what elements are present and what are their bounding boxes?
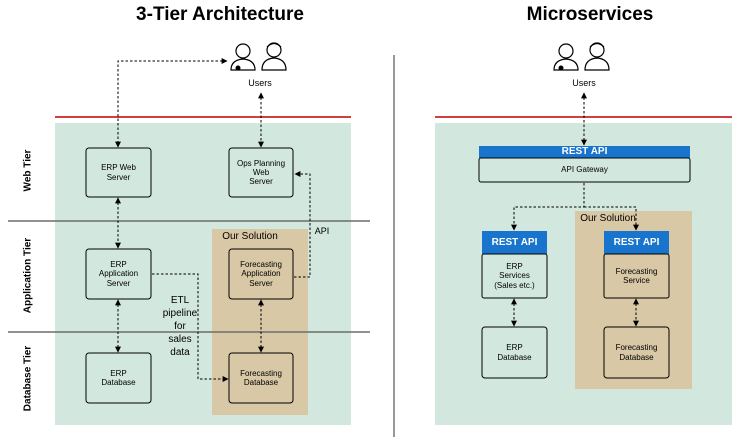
forecasting-database-label: Forecasting Database	[240, 368, 282, 387]
forecasting-service-rest-api-bar	[604, 231, 669, 254]
forecasting-application-server-label: Forecasting Application Server	[240, 260, 282, 288]
users-erp-web-connector	[115, 58, 228, 148]
users-label: Users	[248, 78, 272, 88]
ops-planning-web-server-label: Ops Planning Web Server	[236, 158, 286, 187]
etl-pipeline-label: ETL pipeline for sales data	[162, 295, 198, 358]
web-tier-label: Web Tier	[22, 149, 34, 192]
ms-erp-database-label: ERP Database	[497, 343, 532, 362]
our-solution-label: Our Solution	[222, 231, 278, 242]
three-tier-title: 3-Tier Architecture	[136, 4, 304, 25]
erp-web-server-label: ERP Web Server	[101, 163, 136, 182]
users-icon	[230, 42, 287, 71]
application-tier-label: Application Tier	[22, 237, 34, 314]
ms-forecasting-database-box	[603, 326, 670, 379]
erp-services-rest-api-label: REST API	[491, 236, 538, 248]
etl-pipeline-connector	[152, 273, 229, 382]
forecasting-database-box	[228, 352, 294, 404]
gateway-rest-api-label: REST API	[561, 146, 608, 158]
users-label: Users	[572, 78, 596, 88]
erp-application-server-label: ERP Application Server	[98, 260, 139, 288]
ops-planning-web-server-box	[228, 147, 294, 198]
erp-application-server-box	[85, 248, 152, 300]
erp-database-label: ERP Database	[101, 368, 136, 387]
api-gateway-box	[478, 157, 691, 183]
gateway-erp-services-connector	[511, 183, 585, 231]
gateway-rest-api-bar	[479, 146, 690, 158]
erp-services-label: ERP Services (Sales etc.)	[494, 262, 535, 290]
forecasting-service-label: Forecasting Service	[615, 266, 658, 285]
erp-services-box	[481, 253, 548, 299]
api-label: API	[314, 226, 330, 236]
forecasting-service-box	[603, 253, 670, 299]
erp-database-box	[85, 352, 152, 404]
forecasting-service-rest-api-label: REST API	[613, 236, 660, 248]
ms-forecasting-database-label: Forecasting Database	[615, 343, 658, 362]
ms-our-solution-label: Our Solution	[580, 213, 636, 224]
database-tier-label: Database Tier	[22, 345, 34, 412]
erp-services-rest-api-bar	[482, 231, 547, 254]
microservices-title: Microservices	[526, 4, 654, 25]
api-connector	[294, 171, 311, 278]
gateway-forecasting-service-connector	[584, 206, 639, 231]
ms-erp-database-box	[481, 326, 548, 379]
users-icon	[553, 42, 610, 71]
erp-web-server-box	[85, 147, 152, 198]
forecasting-application-server-box	[228, 248, 294, 300]
api-gateway-label: API Gateway	[561, 165, 608, 175]
